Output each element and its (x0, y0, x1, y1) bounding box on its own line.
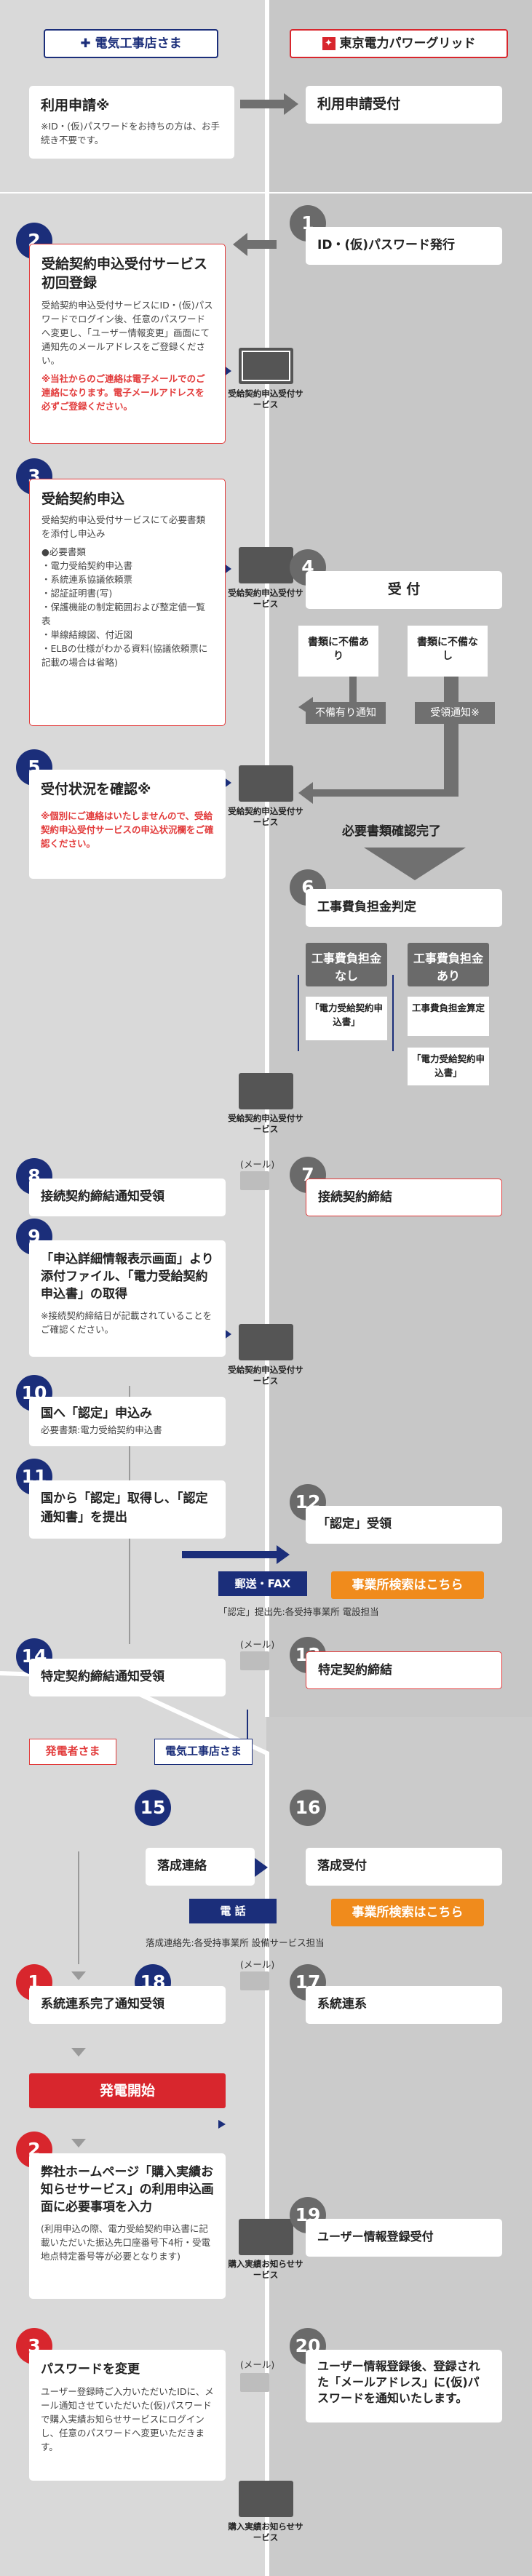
download-box: 「申込詳細情報表示画面」より添付ファイル、「電力受給契約申込書」の取得 ※接続契… (29, 1240, 226, 1357)
mail-icon (240, 2373, 269, 2392)
generator-tag: 発電者さま (29, 1739, 116, 1765)
center-divider (265, 0, 269, 1717)
temp-password-notice-box: ユーザー情報登録後、登録された「メールアドレス」に(仮)パスワードを通知いたしま… (306, 2350, 502, 2423)
specific-notice-box: 特定契約締結通知受領 (29, 1659, 226, 1696)
completion-received-box: 落成受付 (306, 1848, 502, 1886)
fax-label: 郵送・FAX (218, 1571, 307, 1596)
grid-complete-notice-box: 系統連系完了通知受領 (29, 1986, 226, 2024)
server-icon (239, 2219, 293, 2255)
step-16-badge: 16 (290, 1790, 326, 1826)
server-icon (239, 547, 293, 583)
connection-contract-box: 接続契約締結 (306, 1179, 502, 1216)
usage-application-box: 利用申請※ ※ID・(仮)パスワードをお持ちの方は、お手続き不要です。 (29, 86, 234, 159)
user-registration-box: ユーザー情報登録受付 (306, 2219, 502, 2257)
mail-icon (240, 1171, 269, 1190)
mail-label: (メール) (240, 1639, 275, 1650)
password-change-box: パスワードを変更 ユーザー登録時ご入力いただいたIDに、メール通知させていただい… (29, 2350, 226, 2481)
server-icon (239, 2481, 293, 2517)
specific-contract-box: 特定契約締結 (306, 1651, 502, 1689)
submit-certificate-box: 国から「認定」取得し、「認定通知書」を提出 (29, 1480, 226, 1539)
center-divider-lower (265, 1753, 269, 2576)
result-some-box-1: 工事費負担金算定 (408, 997, 489, 1036)
power-start-banner: 発電開始 (29, 2073, 226, 2108)
mail-icon (240, 1971, 269, 1990)
grid-connection-box: 系統連系 (306, 1986, 502, 2024)
step-15-badge: 15 (135, 1790, 171, 1826)
mail-label: (メール) (240, 1959, 275, 1970)
id-issue-box: ID・(仮)パスワード発行 (306, 227, 502, 265)
connection-notice-box: 接続契約締結通知受領 (29, 1179, 226, 1216)
electrician-tag: 電気工事店さま (154, 1739, 253, 1765)
initial-registration-box: 受給契約申込受付サービス初回登録 受給契約申込受付サービスにID・(仮)パスワー… (29, 244, 226, 444)
phone-label: 電 話 (189, 1899, 277, 1923)
status-check-box: 受付状況を確認※ ※個別にご連絡はいたしませんので、受給契約申込受付サービスの申… (29, 770, 226, 879)
server-icon (239, 1324, 293, 1360)
docs-ok-box: 書類に不備なし (408, 626, 488, 677)
tool-icon: ✚ (80, 36, 95, 51)
header-right: ✦東京電力パワーグリッド (290, 29, 508, 58)
apply-certification-box: 国へ「認定」申込み 必要書類:電力受給契約申込書 (29, 1397, 226, 1446)
mail-label: (メール) (240, 2359, 275, 2370)
docs-complete-label: 必要書類確認完了 (342, 824, 441, 839)
receipt-box: 受 付 (306, 571, 502, 609)
docs-ng-box: 書類に不備あり (298, 626, 378, 677)
office-search-link[interactable]: 事業所検索はこちら (331, 1571, 484, 1599)
mail-icon (240, 1651, 269, 1670)
header-left: ✚ 電気工事店さま (44, 29, 218, 58)
certification-received-box: 「認定」受領 (306, 1506, 502, 1544)
cost-judgment-box: 工事費負担金判定 (306, 889, 502, 927)
cost-some-box: 工事費負担金あり (408, 943, 489, 986)
cost-none-box: 工事費負担金なし (306, 943, 387, 986)
result-some-box-2: 「電力受給契約申込書」 (408, 1048, 489, 1085)
completion-contact-box: 落成連絡 (146, 1848, 255, 1886)
office-search-link[interactable]: 事業所検索はこちら (331, 1899, 484, 1926)
ok-notice-label: 受領通知※ (415, 702, 495, 724)
purchase-service-apply-box: 弊社ホームページ「購入実績お知らせサービス」の利用申込画面に必要事項を入力 (利… (29, 2153, 226, 2299)
server-icon (239, 348, 293, 384)
usage-accepted-box: 利用申請受付 (306, 86, 502, 124)
mail-label: (メール) (240, 1159, 275, 1170)
server-icon (239, 1073, 293, 1109)
contract-application-box: 受給契約申込 受給契約申込受付サービスにて必要書類を添付し申込み ●必要書類 ・… (29, 479, 226, 726)
result-none-box: 「電力受給契約申込書」 (306, 997, 387, 1040)
server-icon (239, 765, 293, 802)
tepco-logo-icon: ✦ (322, 37, 336, 50)
fax-caption: 「認定」提出先:各受持事業所 電設担当 (218, 1606, 379, 1617)
section-separator (0, 192, 532, 194)
phone-caption: 落成連絡先:各受持事業所 設備サービス担当 (146, 1937, 325, 1948)
ng-notice-label: 不備有り通知 (306, 702, 386, 724)
